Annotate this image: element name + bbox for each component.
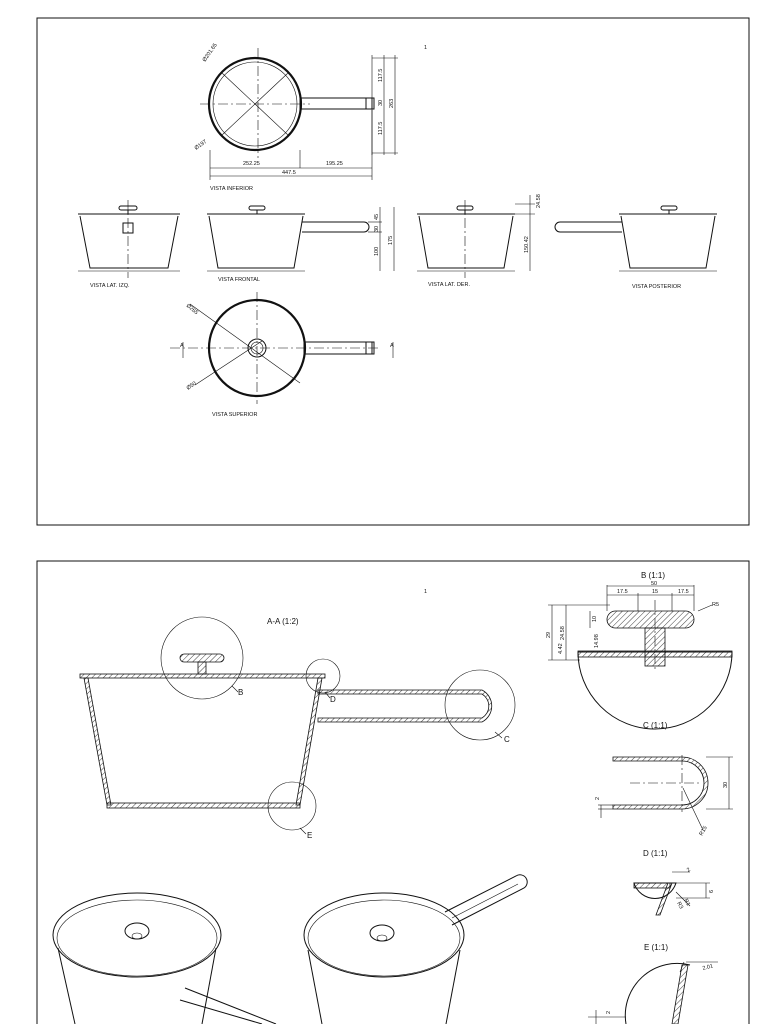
- dim-447: 447.5: [282, 170, 296, 176]
- detail-b-title: B (1:1): [641, 571, 665, 580]
- callout-b: B: [238, 688, 243, 697]
- sheet-2-number: 1: [424, 589, 427, 595]
- detail-e: [588, 961, 718, 1024]
- view-superior: [170, 292, 394, 404]
- detail-b-442: 4.42: [558, 643, 564, 654]
- detail-e-title: E (1:1): [644, 943, 668, 952]
- label-vista-inferior: VISTA INFERIOR: [210, 186, 253, 192]
- view-frontal: [207, 205, 395, 272]
- dim-30b: 30: [374, 226, 380, 232]
- callout-d: D: [330, 695, 336, 704]
- label-vista-posterior: VISTA POSTERIOR: [632, 284, 681, 290]
- section-marker-left: A: [180, 343, 184, 349]
- callout-c: C: [504, 735, 510, 744]
- detail-c-title: C (1:1): [643, 721, 668, 730]
- detail-b-10: 10: [592, 616, 598, 622]
- detail-d-6: 6: [709, 890, 715, 893]
- detail-b-175b: 17.5: [678, 589, 689, 595]
- detail-d: [633, 871, 710, 916]
- dim-117a: 117.5: [378, 69, 384, 82]
- dim-45: 45: [374, 214, 380, 220]
- label-vista-frontal: VISTA FRONTAL: [218, 277, 260, 283]
- detail-d-r1: R1: [682, 898, 691, 907]
- render-3d-right: [303, 874, 528, 1024]
- detail-b-2458: 24.58: [560, 626, 566, 640]
- render-3d-left: [52, 892, 277, 1024]
- sheet-2-border: [36, 560, 750, 1024]
- detail-b-r5: R5: [712, 602, 719, 608]
- section-aa-title: A-A (1:2): [267, 617, 299, 626]
- sheet-1-number: 1: [424, 45, 427, 51]
- detail-b-29: 29: [546, 632, 552, 638]
- detail-c-2: 2: [595, 797, 601, 800]
- detail-c-r15: R15: [699, 825, 709, 837]
- sheet-1-border: [36, 17, 750, 526]
- detail-b: [548, 585, 733, 730]
- callout-e: E: [307, 831, 312, 840]
- dim-30: 30: [378, 100, 384, 106]
- dim-195: 195.25: [326, 161, 343, 167]
- detail-c: [598, 755, 733, 831]
- dim-175: 175: [388, 236, 394, 245]
- detail-d-title: D (1:1): [643, 849, 668, 858]
- dim-d265: Ø265: [185, 303, 199, 316]
- dim-d50: Ø50: [186, 381, 198, 392]
- dim-263: 263: [389, 99, 395, 108]
- dim-d197: Ø197: [194, 139, 208, 152]
- dim-100: 100: [374, 247, 380, 256]
- detail-d-r3: R3: [675, 901, 684, 910]
- section-marker-right: A: [390, 343, 394, 349]
- dim-252: 252.25: [243, 161, 260, 167]
- label-vista-superior: VISTA SUPERIOR: [212, 412, 257, 418]
- detail-d-2: 2: [686, 867, 692, 874]
- label-vista-lat-der: VISTA LAT. DER.: [428, 282, 470, 288]
- detail-b-1498: 14.98: [594, 634, 600, 648]
- detail-e-201: 2.01: [702, 963, 714, 972]
- dim-150: 150.42: [524, 236, 530, 253]
- detail-c-30: 30: [723, 782, 729, 788]
- detail-b-175a: 17.5: [617, 589, 628, 595]
- view-lat-izq: [78, 200, 180, 278]
- view-lat-der: [417, 195, 535, 278]
- view-inferior: [200, 48, 398, 180]
- dim-d201: Ø201.65: [202, 42, 219, 63]
- section-aa-pot: [79, 616, 516, 835]
- dim-24: 24.58: [536, 194, 542, 208]
- view-posterior: [554, 205, 717, 272]
- label-vista-lat-izq: VISTA LAT. IZQ.: [90, 283, 130, 289]
- detail-b-15: 15: [652, 589, 658, 595]
- detail-e-2: 2: [606, 1011, 612, 1014]
- dim-117b: 117.5: [378, 122, 384, 135]
- detail-b-50: 50: [651, 581, 657, 587]
